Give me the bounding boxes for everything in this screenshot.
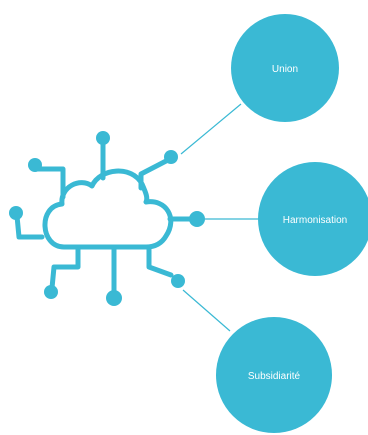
node-harmonisation: Harmonisation	[258, 162, 368, 276]
circuit-line-bottom-right	[146, 244, 174, 278]
circuit-node-upper-left	[28, 158, 42, 172]
node-circle-harmonisation	[258, 162, 368, 276]
node-union: Union	[231, 14, 339, 122]
connector-union	[180, 103, 242, 155]
circuit-line-left	[14, 213, 45, 240]
node-label-harmonisation: Harmonisation	[283, 215, 347, 226]
circuit-line-upper-right	[138, 157, 171, 191]
circuit-node-bottom-right	[171, 274, 185, 288]
node-label-union: Union	[272, 64, 298, 75]
circuit-line-upper-left	[34, 166, 66, 200]
circuit-node-bottom	[106, 290, 122, 306]
node-subsidiarite: Subsidiarité	[216, 317, 332, 433]
node-circle-subsidiarite	[216, 317, 332, 433]
connector-lines	[180, 103, 258, 332]
circuit-node-left	[9, 206, 23, 220]
circuit-node-top	[96, 131, 110, 145]
circuit-node-upper-right	[164, 150, 178, 164]
circuit-node-bottom-left	[44, 285, 58, 299]
node-circle-union	[231, 14, 339, 122]
cloud-network-icon	[9, 131, 205, 306]
node-label-subsidiarite: Subsidiarité	[248, 371, 301, 382]
circuit-node-right	[189, 211, 205, 227]
connector-subsidiarite	[182, 289, 231, 332]
circuit-line-bottom-left	[49, 244, 81, 291]
